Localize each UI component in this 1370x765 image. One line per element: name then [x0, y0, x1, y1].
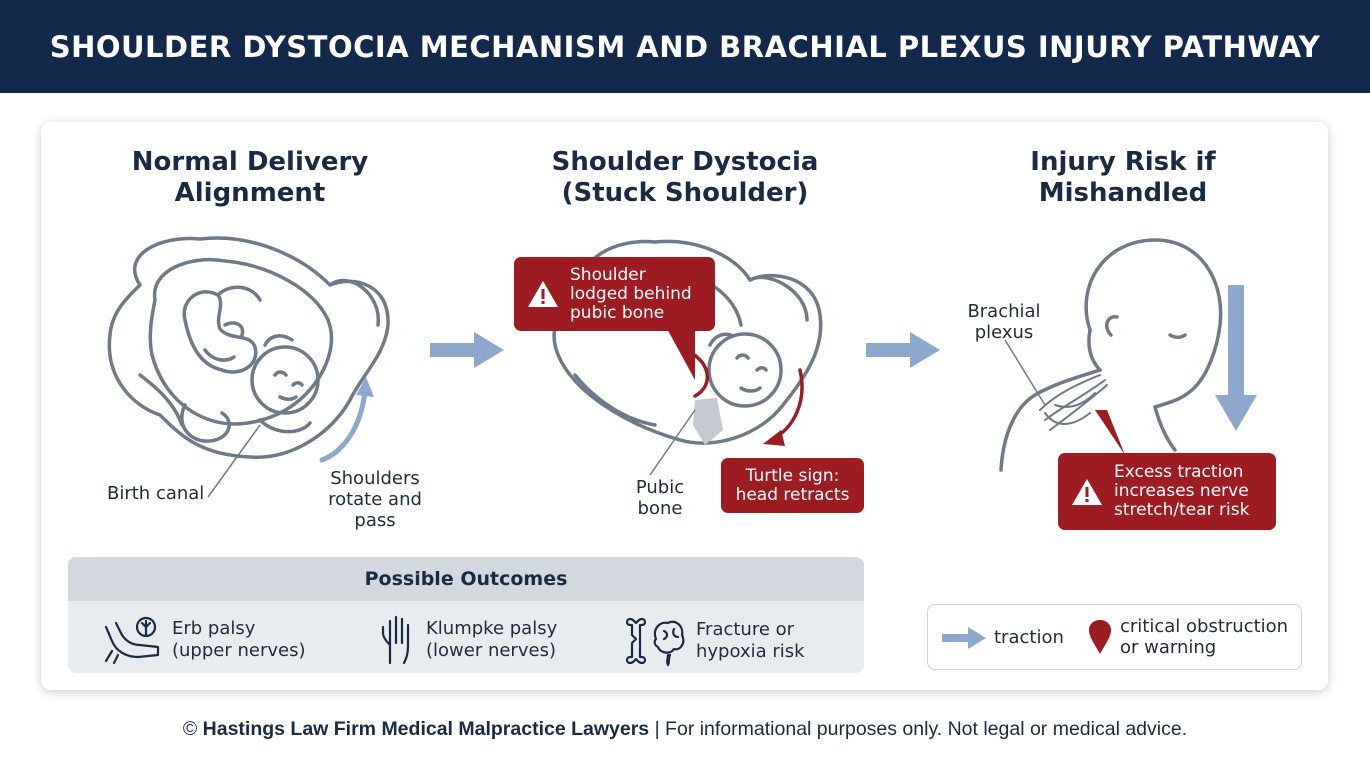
outcome-erb-line1: Erb palsy [172, 618, 256, 639]
possible-outcomes-panel: Possible Outcomes Erb palsy (upper nerve… [68, 557, 864, 673]
outcome-klumpke-line1: Klumpke palsy [426, 618, 558, 639]
arm-nerve-icon [104, 616, 160, 665]
outcome-erb-line2: (upper nerves) [172, 640, 306, 661]
rotation-arrow [319, 388, 368, 463]
panel-title-injury: Injury Risk if Mishandled [983, 147, 1263, 209]
warning-shoulder-line1: Shoulder [570, 264, 646, 285]
label-pubic-line2: bone [637, 498, 683, 519]
outcome-fracture-line2: hypoxia risk [696, 641, 805, 662]
normal-delivery-illustration [107, 236, 390, 498]
injury-illustration [999, 238, 1257, 472]
legend-traction-label: traction [994, 627, 1064, 648]
warning-shoulder-lodged: Shoulder lodged behind pubic bone [514, 257, 715, 331]
outcome-item: Erb palsy (upper nerves) [102, 615, 306, 665]
retraction-arrow [769, 368, 804, 442]
warning-pin-icon [1089, 620, 1111, 654]
flow-arrow-2 [866, 332, 940, 368]
legend-critical-line1: critical obstruction [1120, 616, 1289, 637]
outcomes-heading: Possible Outcomes [68, 557, 864, 601]
legend-box: traction critical obstruction or warning [927, 604, 1302, 670]
bone-brain-icon [625, 617, 685, 667]
outcome-fracture-line1: Fracture or [696, 619, 795, 640]
outcome-item: Fracture or hypoxia risk [624, 615, 805, 667]
label-shoulders-line3: pass [354, 510, 396, 531]
panel-title-dystocia-line1: Shoulder Dystocia [551, 147, 819, 177]
panel-title-normal: Normal Delivery Alignment [110, 147, 390, 209]
warning-triangle-icon [528, 281, 558, 307]
turtle-line1: Turtle sign: [745, 465, 840, 486]
flow-arrow-1 [430, 332, 504, 368]
label-shoulders-line1: Shoulders [330, 468, 420, 489]
warning-traction-line2: increases nerve [1114, 481, 1249, 501]
legend-critical-label: critical obstruction or warning [1120, 616, 1288, 658]
panel-title-normal-line1: Normal Delivery [131, 147, 369, 177]
legend-critical-line2: or warning [1120, 637, 1217, 658]
panel-title-injury-line2: Mishandled [1038, 178, 1208, 208]
copyright-symbol: © [182, 718, 203, 740]
panel-title-dystocia: Shoulder Dystocia (Stuck Shoulder) [535, 147, 835, 209]
traction-down-arrow [1228, 285, 1244, 405]
panel-title-injury-line1: Injury Risk if [1030, 147, 1216, 177]
pubic-bone-shape [693, 398, 723, 445]
warning-traction-line1: Excess traction [1114, 462, 1244, 482]
footer-disclaimer: | For informational purposes only. Not l… [654, 718, 1188, 740]
traction-arrow-icon [942, 627, 986, 649]
footer-credit: © Hastings Law Firm Medical Malpractice … [0, 718, 1370, 741]
panel-title-dystocia-line2: (Stuck Shoulder) [561, 178, 809, 208]
outcome-item: Klumpke palsy (lower nerves) [380, 615, 557, 665]
label-pubic-line1: Pubic [635, 477, 685, 498]
label-pubic-bone: Pubic bone [628, 477, 692, 519]
label-brachial-plexus: Brachial plexus [962, 301, 1046, 343]
label-birth-canal: Birth canal [107, 483, 205, 504]
warning-turtle-sign: Turtle sign: head retracts [721, 458, 864, 513]
label-plexus-line2: plexus [974, 322, 1034, 343]
warning-shoulder-line3: pubic bone [570, 302, 665, 323]
warning-triangle-icon [1072, 478, 1102, 505]
panel-title-normal-line2: Alignment [174, 178, 326, 208]
label-shoulders-line2: rotate and [328, 489, 422, 510]
warning-excess-traction: Excess traction increases nerve stretch/… [1058, 453, 1276, 530]
footer-brand: Hastings Law Firm Medical Malpractice La… [202, 718, 650, 740]
header-banner: SHOULDER DYSTOCIA MECHANISM AND BRACHIAL… [0, 0, 1370, 93]
warning-traction-line3: stretch/tear risk [1114, 500, 1250, 520]
label-shoulders-rotate: Shoulders rotate and pass [324, 468, 426, 531]
hand-icon [381, 615, 410, 665]
page-title: SHOULDER DYSTOCIA MECHANISM AND BRACHIAL… [49, 29, 1321, 64]
warning-shoulder-line2: lodged behind [570, 283, 692, 304]
outcome-klumpke-line2: (lower nerves) [426, 640, 556, 661]
turtle-line2: head retracts [735, 484, 850, 505]
label-plexus-line1: Brachial [967, 301, 1041, 322]
